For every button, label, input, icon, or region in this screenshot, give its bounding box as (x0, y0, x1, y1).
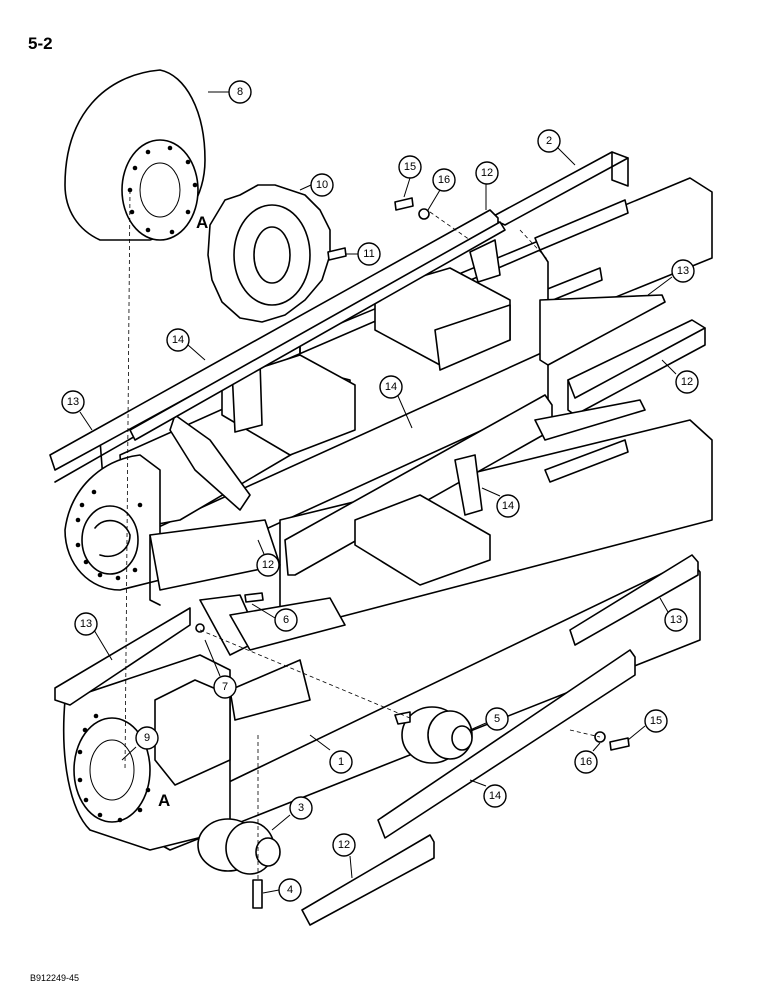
callout-14-upper-left: 14 (172, 334, 184, 346)
track-roller-lower (197, 818, 281, 909)
hardware (195, 197, 630, 751)
page-number: 5-2 (28, 34, 53, 53)
reference-letter-a-top: A (196, 213, 208, 232)
callout-14-right-middle: 14 (502, 500, 514, 512)
reference-letter-a-bottom: A (158, 791, 170, 810)
guide-lines (124, 189, 601, 880)
callout-13-lower-left: 13 (80, 618, 92, 630)
callout-16-lower: 16 (580, 756, 592, 768)
callout-12-middle: 12 (262, 559, 274, 571)
callout-13-left: 13 (67, 396, 79, 408)
callout-10: 10 (316, 179, 328, 191)
callout-16-top: 16 (438, 174, 450, 186)
callout-12-right: 12 (681, 376, 693, 388)
lower-main-frame (62, 519, 701, 851)
callout-13-lower-right: 13 (670, 614, 682, 626)
callout-12-lower: 12 (338, 839, 350, 851)
callout-3: 3 (298, 802, 304, 814)
callout-5: 5 (494, 713, 500, 725)
catalog-code: B912249-45 (30, 973, 80, 983)
middle-frame (279, 394, 713, 631)
wear-strips-upper (49, 209, 706, 483)
drive-sprocket (207, 184, 331, 323)
callout-8: 8 (237, 86, 243, 98)
callout-11: 11 (363, 248, 374, 260)
callout-2: 2 (546, 135, 552, 147)
callout-7: 7 (222, 681, 228, 693)
callout-15-top: 15 (404, 161, 416, 173)
final-drive-housing (64, 69, 206, 241)
callout-15-lower: 15 (650, 715, 662, 727)
callout-12-top: 12 (481, 167, 493, 179)
callout-13-upper-right: 13 (677, 265, 689, 277)
wear-strips-lower (54, 554, 699, 926)
callout-9: 9 (144, 732, 150, 744)
upper-left-frame (64, 239, 549, 591)
callout-14-center: 14 (385, 381, 397, 393)
callout-6: 6 (283, 614, 289, 626)
track-roller-upper (394, 706, 473, 764)
callout-14-lower: 14 (489, 790, 501, 802)
callout-4: 4 (287, 884, 293, 896)
callouts: 8 10 11 15 16 12 2 (61, 80, 699, 902)
callout-1: 1 (338, 756, 344, 768)
